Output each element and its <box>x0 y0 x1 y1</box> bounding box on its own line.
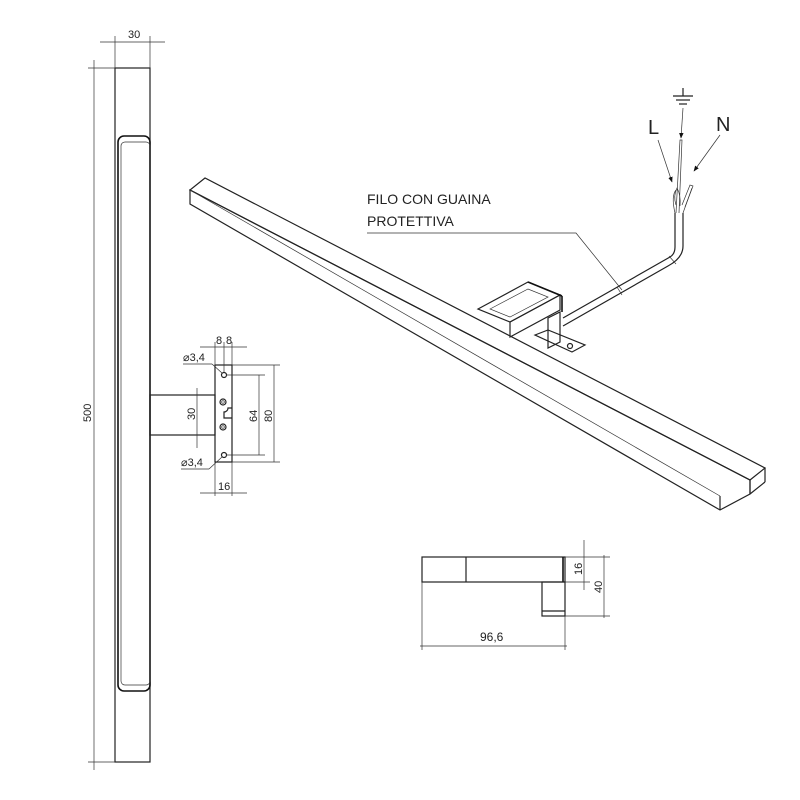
led-diffuser-inner <box>120 141 151 686</box>
dim-8-a: 8 <box>216 335 222 347</box>
cable-notch <box>223 407 232 419</box>
arrow-earth <box>679 107 684 139</box>
isometric-view: FILO CON GUAINA PROTETTIVA L N <box>188 88 767 511</box>
wire-label-live: L <box>648 117 659 139</box>
total-height-dim-label: 40 <box>593 581 605 593</box>
lamp-body-outline <box>114 67 151 763</box>
arm-height-label: 30 <box>186 408 198 420</box>
bracket-detail: 8 8 ⌀3,4 ⌀3,4 30 64 80 16 <box>149 335 280 496</box>
protective-cable <box>562 139 694 327</box>
iso-bracket <box>476 281 587 353</box>
side-view: 96,6 16 40 <box>420 540 610 650</box>
iso-lamp-bar <box>188 177 767 511</box>
screw-hole-bottom <box>220 451 228 459</box>
bracket-arm <box>149 394 216 436</box>
hole-distance-label: 64 <box>248 410 260 422</box>
earth-ground-icon <box>673 88 693 105</box>
plate-width-label: 16 <box>218 481 230 493</box>
arrow-neutral <box>693 134 721 172</box>
bar-height-dim-label: 16 <box>573 563 585 575</box>
depth-dim-label: 96,6 <box>480 630 504 644</box>
led-diffuser <box>117 135 151 692</box>
hole-diameter-bottom-label: ⌀3,4 <box>181 457 203 469</box>
hole-diameter-top-label: ⌀3,4 <box>183 352 205 364</box>
arrow-live <box>657 139 673 183</box>
side-bar <box>421 556 566 583</box>
front-view: 30 500 <box>82 29 165 770</box>
cable-label-line2: PROTETTIVA <box>367 213 455 229</box>
side-bracket <box>541 581 566 617</box>
dim-8-b: 8 <box>226 335 232 347</box>
wire-label-neutral: N <box>716 114 730 136</box>
height-dim-label: 500 <box>82 404 94 422</box>
screw-hole-top <box>220 371 228 379</box>
cable-label-line1: FILO CON GUAINA <box>367 191 491 207</box>
plate-height-label: 80 <box>263 410 275 422</box>
width-dim-label: 30 <box>128 29 140 41</box>
mounting-plate <box>214 364 233 463</box>
cable-leader-line <box>367 232 623 291</box>
